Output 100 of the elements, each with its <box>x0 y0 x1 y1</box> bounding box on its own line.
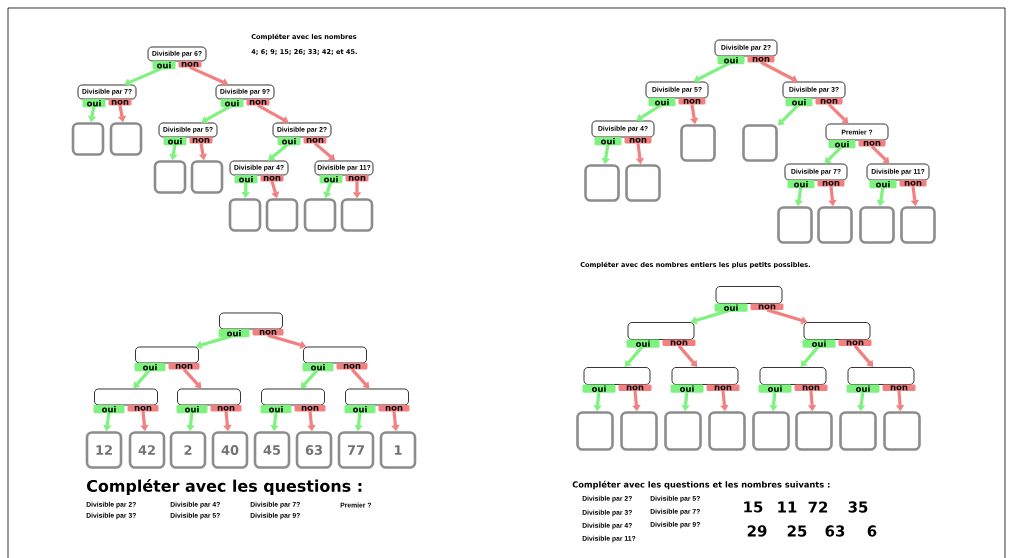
arrow <box>268 142 291 161</box>
edge-label: non <box>378 405 410 412</box>
question-box <box>759 367 827 385</box>
answer-box <box>900 206 936 244</box>
edge-label: oui <box>134 363 166 372</box>
answer-box <box>303 198 337 232</box>
edge-label: non <box>747 56 775 63</box>
edge-label: non <box>303 137 327 144</box>
answer-box <box>839 411 877 451</box>
answer-box <box>795 411 833 451</box>
edge-label: non <box>246 99 270 106</box>
number-option: 72 <box>808 501 828 513</box>
edge-label: oui <box>319 175 343 184</box>
answer-box <box>620 411 658 451</box>
answer-box <box>708 411 746 451</box>
edge-label: non <box>815 98 843 105</box>
edge-label: oui <box>344 405 376 414</box>
answer-box <box>752 411 790 451</box>
question-box <box>177 388 241 406</box>
arrow <box>300 368 320 389</box>
edge-label: non <box>127 405 159 412</box>
edge-label: oui <box>234 175 258 184</box>
edge-label: oui <box>277 137 301 146</box>
edge-label: non <box>210 405 242 412</box>
answer-box <box>817 206 853 244</box>
edge-label: oui <box>714 303 748 312</box>
edge-label: oui <box>670 384 704 393</box>
edge-label: non <box>294 405 326 412</box>
edge-label: oui <box>846 384 880 393</box>
answer-box <box>228 198 262 232</box>
question-box <box>627 322 695 340</box>
edge-label: oui <box>648 98 676 107</box>
question-box <box>261 388 325 406</box>
number-option: 25 <box>787 525 807 537</box>
edge-label: oui <box>785 98 813 107</box>
arrow <box>201 104 233 124</box>
question-box <box>715 286 783 304</box>
question-box <box>671 367 739 385</box>
edge-label: non <box>858 140 886 147</box>
edge-label: non <box>817 180 845 187</box>
edge-label: oui <box>302 363 334 372</box>
edge-label: non <box>838 339 872 347</box>
number-option: 15 <box>744 501 763 513</box>
edge-label: non <box>794 384 828 392</box>
number-option: 35 <box>848 501 868 513</box>
answer-box <box>576 411 614 451</box>
answer-box <box>71 122 105 156</box>
edge-label: non <box>882 384 916 392</box>
number-option: 11 <box>778 501 797 513</box>
arrow <box>824 145 844 164</box>
answer-box <box>584 164 620 202</box>
answer-box <box>777 206 813 244</box>
edge-label: oui <box>594 137 622 146</box>
answer-box <box>625 164 661 202</box>
edge-label: oui <box>218 329 250 338</box>
question-box <box>847 367 915 385</box>
edge-label: oui <box>163 137 187 146</box>
edge-label: oui <box>828 140 856 149</box>
question-box <box>303 346 367 364</box>
answer-box <box>190 160 224 194</box>
answer-box: 1 <box>379 431 417 469</box>
answer-box <box>680 124 716 162</box>
answer-box <box>109 122 143 156</box>
answer-box <box>340 198 374 232</box>
question-box <box>219 312 283 330</box>
edge-label: oui <box>260 405 292 414</box>
arrow <box>133 368 152 389</box>
edge-label: non <box>108 99 132 106</box>
edge-label: non <box>706 384 740 392</box>
edge-label: non <box>189 137 213 144</box>
edge-label: non <box>624 137 652 144</box>
edge-label: oui <box>869 180 897 189</box>
edge-label: non <box>618 384 652 392</box>
question-box <box>135 346 199 364</box>
arrow <box>870 145 890 164</box>
edge-label: non <box>345 175 369 182</box>
answer-box: 2 <box>169 431 207 469</box>
answer-box <box>153 160 187 194</box>
edge-label: non <box>178 61 202 68</box>
edge-label: oui <box>626 339 660 348</box>
arrow <box>350 368 370 389</box>
edge-label: non <box>678 98 706 105</box>
answer-box: 63 <box>295 431 333 469</box>
answer-box: 77 <box>337 431 375 469</box>
edge-label: oui <box>802 339 836 348</box>
arrow <box>827 103 849 124</box>
edge-label: non <box>750 303 784 311</box>
arrow <box>760 60 798 83</box>
answer-box <box>742 124 778 162</box>
arrow <box>182 368 202 389</box>
question-box <box>803 322 871 340</box>
answer-box <box>859 206 895 244</box>
answer-box <box>883 411 921 451</box>
arrow <box>636 103 663 121</box>
answer-box: 40 <box>211 431 249 469</box>
number-option: 6 <box>867 525 877 537</box>
edge-label: oui <box>758 384 792 393</box>
answer-box: 42 <box>128 431 166 469</box>
edge-label: oui <box>717 56 745 65</box>
arrow <box>257 104 289 124</box>
